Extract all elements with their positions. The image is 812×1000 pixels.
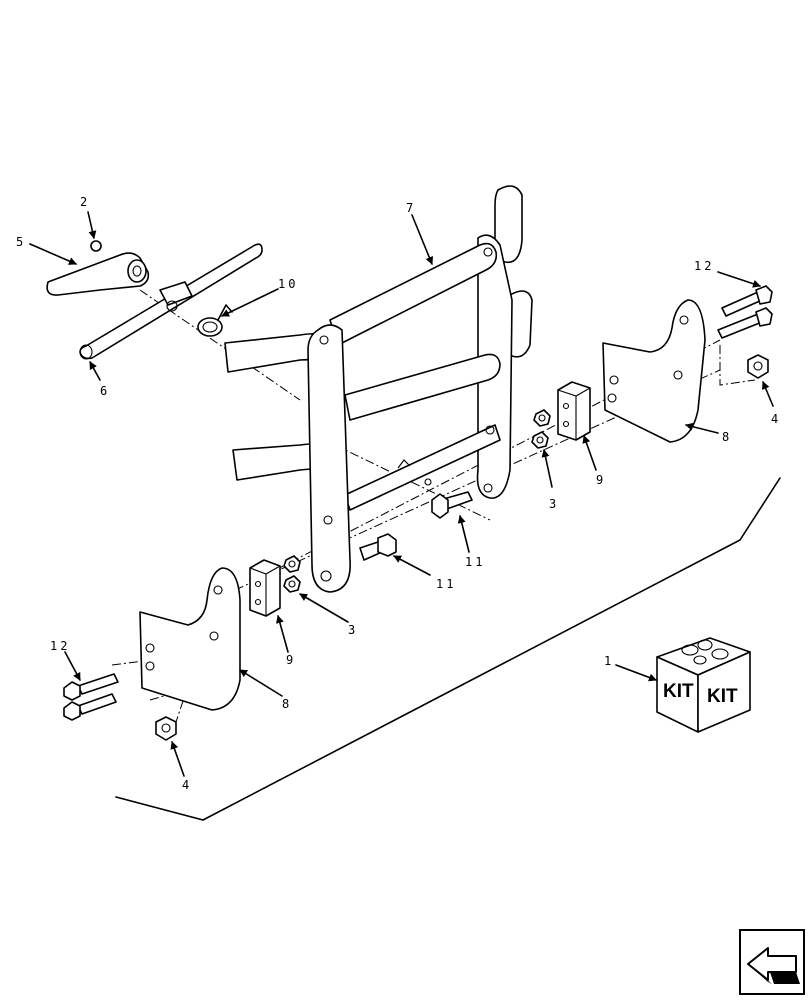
callout-10: 10	[278, 277, 298, 291]
callout-9-right: 9	[596, 473, 606, 487]
callout-3-left: 3	[348, 623, 358, 637]
bolt-lower	[359, 533, 397, 561]
kit-box-icon: KIT KIT	[656, 637, 751, 733]
flange-nuts-right	[531, 409, 551, 449]
kit-bracket-lines	[115, 477, 781, 821]
callout-12-right: 12	[694, 259, 714, 273]
lock-nut-left	[155, 716, 177, 741]
kit-label-left: KIT	[663, 681, 694, 702]
callout-11-upper: 11	[465, 555, 485, 569]
retaining-clip	[90, 240, 102, 252]
callout-8-left: 8	[282, 697, 292, 711]
previous-page-button[interactable]	[739, 929, 805, 995]
callout-8-right: 8	[722, 430, 732, 444]
callout-11-lower: 11	[436, 577, 456, 591]
latch-handle	[46, 252, 150, 296]
callout-4-right: 4	[771, 412, 781, 426]
callout-12-left: 12	[50, 639, 70, 653]
callout-7: 7	[406, 201, 416, 215]
leader-lines	[29, 211, 774, 777]
left-mounting-plate	[139, 567, 241, 711]
callout-labels: 1 2 3 3 4 4 5 6 7 8 8 9 9 10 11 11 12 12	[16, 195, 781, 792]
rod-clamp	[159, 281, 193, 312]
callout-2: 2	[80, 195, 90, 209]
callout-4-left: 4	[182, 778, 192, 792]
spacer-block-left	[249, 559, 281, 617]
flange-nuts-left	[283, 555, 301, 593]
long-bolts-left	[63, 673, 119, 721]
callout-9-left: 9	[286, 653, 296, 667]
callout-1: 1	[604, 654, 614, 668]
spring-clip	[197, 304, 233, 337]
previous-page-arrow-icon	[747, 947, 800, 984]
right-mounting-plate	[602, 299, 706, 443]
lock-nut-right	[747, 354, 769, 379]
bolt-upper	[431, 491, 473, 519]
kit-label-right: KIT	[707, 686, 738, 707]
grille-guard-frame	[224, 185, 533, 593]
callout-5: 5	[16, 235, 26, 249]
callout-6: 6	[100, 384, 110, 398]
spacer-block-right	[557, 381, 591, 441]
long-bolts-right	[717, 285, 773, 339]
callout-3-right: 3	[549, 497, 559, 511]
